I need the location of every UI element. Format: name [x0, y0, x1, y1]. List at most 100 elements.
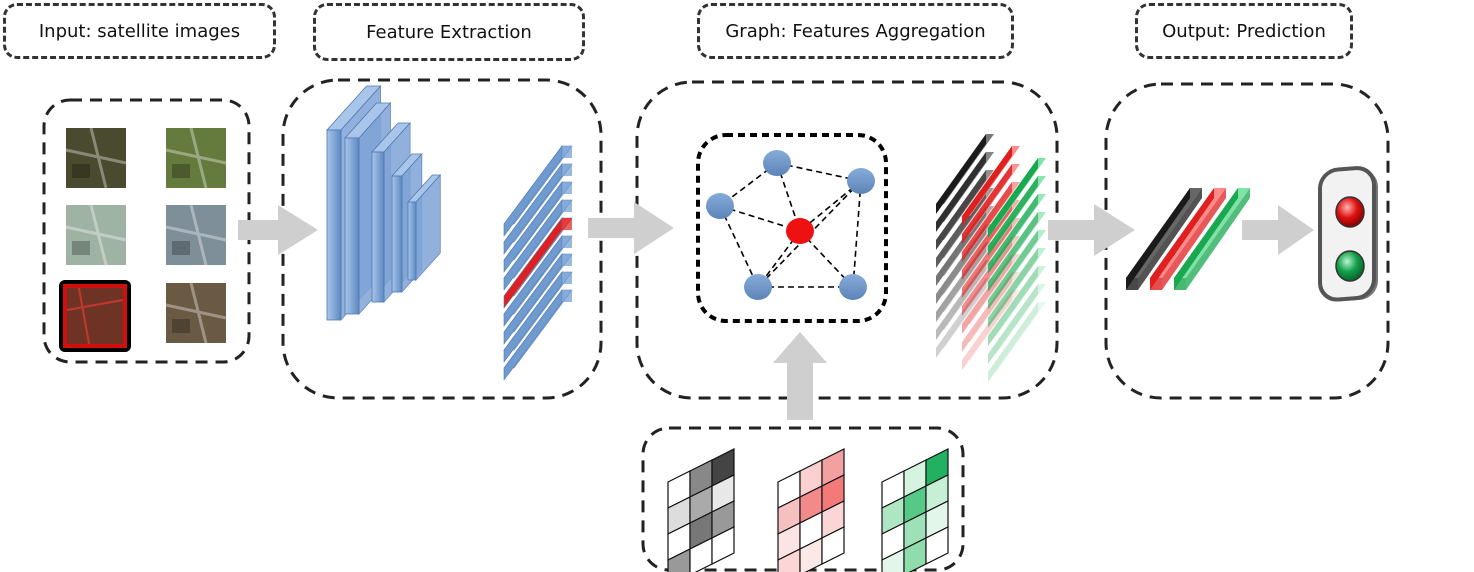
input-label: Input: satellite images [3, 3, 276, 59]
cnn-layer-face [407, 201, 417, 281]
node-top [763, 150, 791, 176]
tile-coastal-white [65, 204, 127, 266]
tile-texture [165, 127, 227, 189]
grey-matrix [667, 448, 735, 572]
input-panel [42, 98, 251, 364]
aggregated-feature-bar [988, 284, 1046, 364]
aggregated-feature-bar [936, 134, 994, 214]
aggregated-features-icon [936, 134, 1046, 382]
tile-image [166, 205, 226, 265]
graph-nodes [706, 150, 875, 300]
matrix-cell [711, 526, 735, 565]
traffic-light-icon [1318, 166, 1378, 302]
output-label: Output: Prediction [1135, 3, 1353, 59]
bar-end [1174, 278, 1186, 290]
cnn-layer [407, 173, 442, 282]
tile-image [67, 288, 123, 344]
tile-image [66, 205, 126, 265]
red-matrix [777, 448, 845, 572]
feature-bar-end [562, 182, 572, 194]
feature-bar-end [562, 272, 572, 284]
bar-face [1126, 188, 1190, 290]
bar-face [988, 284, 1038, 364]
feature-bar-end [562, 218, 572, 230]
bar-side [1186, 188, 1250, 290]
bar-face [988, 266, 1038, 346]
bar-top [936, 242, 994, 312]
aggregated-feature-bar [936, 170, 994, 250]
aggregated-feature-bar [988, 212, 1046, 292]
tile-patch [72, 241, 90, 255]
tile-texture [66, 287, 124, 345]
matrix-cell [667, 548, 691, 572]
matrix-cell [881, 548, 905, 572]
feature-bar-end [562, 236, 572, 248]
feature-bar [503, 253, 573, 345]
feature-bar [503, 289, 573, 381]
flow-arrows [238, 202, 1314, 420]
feature-bar [503, 163, 573, 255]
tile-patch [172, 164, 190, 178]
green-matrix [881, 448, 949, 572]
bar-top [988, 302, 1046, 372]
tile-image [166, 283, 226, 343]
tile-brown-terrain [165, 282, 227, 344]
matrix-cell [821, 526, 845, 565]
bar-top [936, 278, 994, 348]
adjacency-matrices [667, 448, 949, 572]
arrow-input-to-extraction-icon [238, 205, 318, 255]
output-bars-icon [1126, 188, 1250, 290]
bar-top [962, 290, 1020, 360]
arrow-extraction-to-graph-icon [588, 202, 674, 254]
aggregated-feature-bar [988, 266, 1046, 346]
feature-extraction-label: Feature Extraction [313, 3, 585, 61]
tile-coastal-city [165, 204, 227, 266]
feature-bar-end [562, 146, 572, 158]
cnn-layer-face [326, 129, 342, 321]
cnn-layer-face [391, 175, 403, 293]
feature-bar-end [562, 254, 572, 266]
bar-face [936, 152, 986, 232]
node-left [706, 193, 734, 219]
tile-image [166, 128, 226, 188]
aggregated-feature-bar [988, 194, 1046, 274]
output-green-bar [1174, 188, 1250, 290]
aggregated-feature-bar [962, 182, 1020, 262]
bar-face [936, 170, 986, 250]
bar-face [962, 146, 1012, 226]
node-center [786, 218, 814, 244]
highlighted-feature-bar [503, 217, 573, 309]
tile-image [66, 128, 126, 188]
aggregated-feature-bar [988, 302, 1046, 382]
node-bottom-right [839, 274, 867, 300]
tile-patch [172, 319, 190, 333]
node-bottom-left [744, 274, 772, 300]
aggregated-feature-bar [988, 230, 1046, 310]
tile-texture [165, 204, 227, 266]
feature-bar-end [562, 164, 572, 176]
bar-face [936, 134, 986, 214]
tile-patch [72, 164, 90, 178]
graph-aggregation-label: Graph: Features Aggregation [697, 3, 1014, 59]
output-red-bar [1150, 188, 1226, 290]
matrix-cell [925, 526, 949, 565]
feature-bar [503, 235, 573, 327]
bar-face [962, 164, 1012, 244]
arrow-output-to-light-icon [1242, 205, 1314, 255]
feature-bar [503, 145, 573, 237]
arrow-graph-to-output-icon [1048, 204, 1135, 256]
bar-face [1150, 188, 1214, 290]
aggregated-feature-bar [988, 176, 1046, 256]
bar-face [988, 302, 1038, 382]
bar-top [936, 260, 994, 330]
arrow-matrices-to-graph-icon [773, 332, 827, 420]
cnn-layer-face [371, 151, 385, 303]
bar-top [962, 272, 1020, 342]
tile-texture [65, 127, 127, 189]
bar-top [988, 284, 1046, 354]
bar-end [1150, 278, 1162, 290]
bar-top [962, 254, 1020, 324]
feature-vectors-icon [503, 145, 573, 381]
